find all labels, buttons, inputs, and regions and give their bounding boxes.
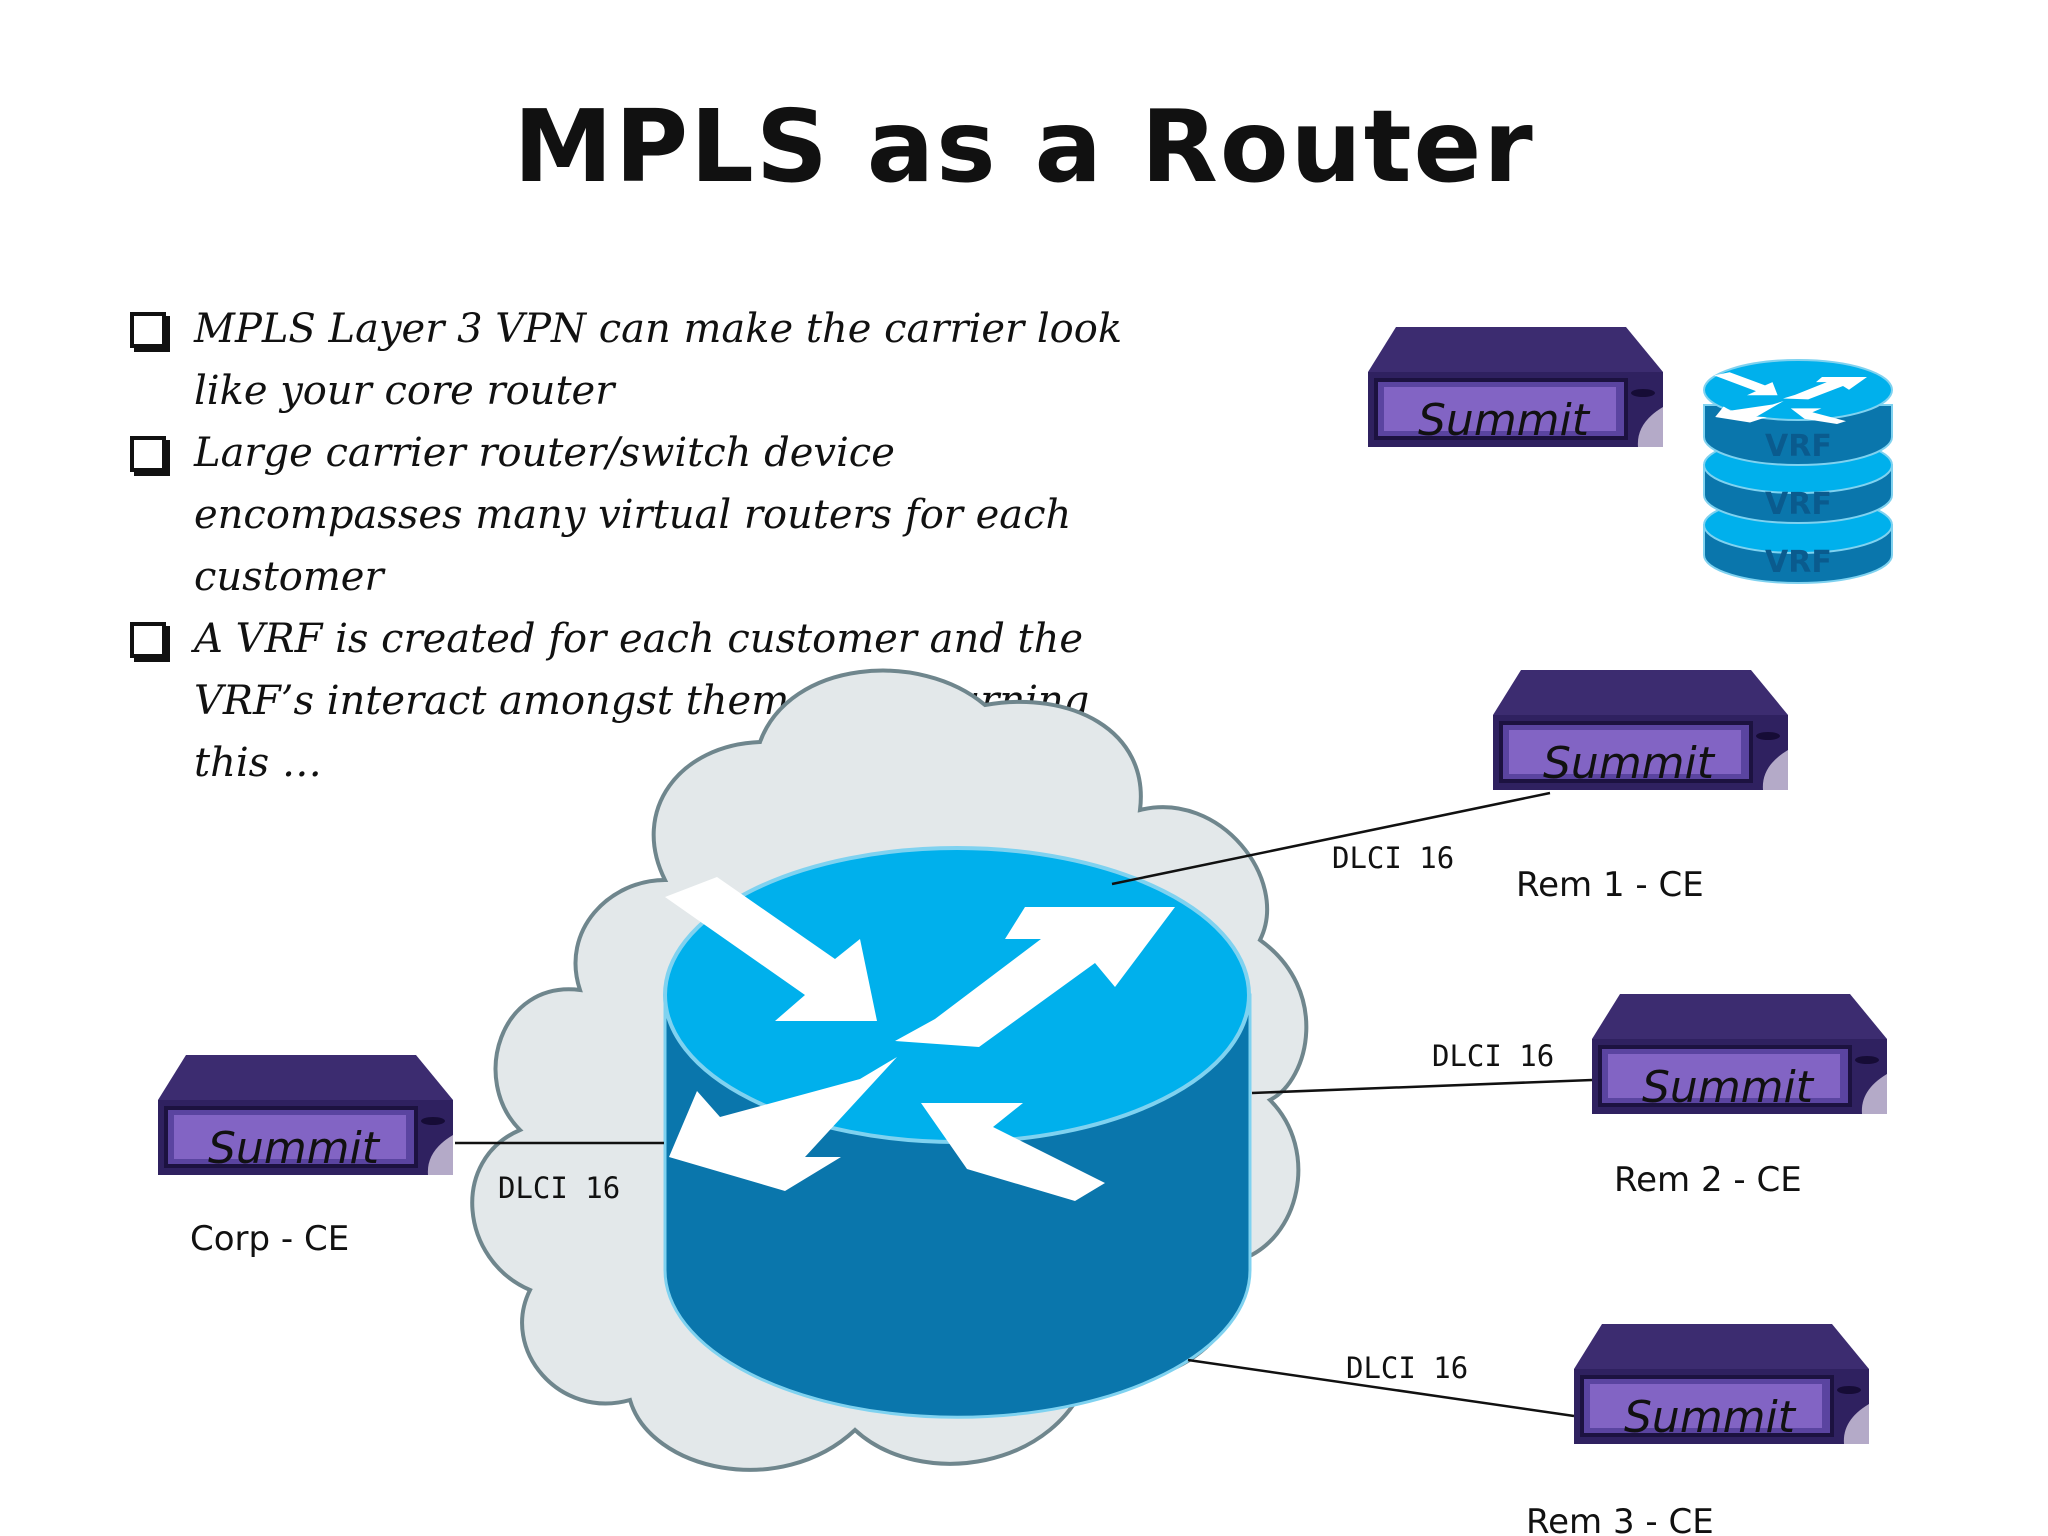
device-label: Summit	[1418, 395, 1591, 446]
bullet-item: Large carrier router/switch device encom…	[128, 422, 1148, 608]
router-icon	[663, 846, 1252, 1419]
site-label-rem2: Rem 2 - CE	[1614, 1160, 1802, 1200]
summit-device-top: Summit	[1366, 325, 1665, 449]
device-label: Summit	[208, 1123, 381, 1174]
summit-device-rem3: Summit	[1572, 1322, 1871, 1446]
site-label-rem1: Rem 1 - CE	[1516, 865, 1704, 905]
bullet-item: MPLS Layer 3 VPN can make the carrier lo…	[128, 298, 1148, 422]
checkbox-icon	[130, 436, 166, 472]
bullet-text: MPLS Layer 3 VPN can make the carrier lo…	[194, 306, 1123, 414]
site-label-rem3: Rem 3 - CE	[1526, 1502, 1714, 1536]
device-label: Summit	[1543, 738, 1716, 789]
checkbox-icon	[130, 312, 166, 348]
vrf-label: VRF	[1765, 429, 1832, 464]
link-line-rem1	[1111, 791, 1551, 886]
link-label-corp: DLCI 16	[498, 1171, 620, 1205]
link-label-rem1: DLCI 16	[1332, 841, 1454, 875]
link-label-rem2: DLCI 16	[1432, 1039, 1554, 1073]
bullet-text: Large carrier router/switch device encom…	[194, 430, 1072, 600]
site-label-corp: Corp - CE	[190, 1219, 349, 1259]
vrf-label: VRF	[1765, 487, 1832, 522]
device-label: Summit	[1624, 1392, 1797, 1443]
page-title: MPLS as a Router	[513, 88, 1535, 205]
bullet-list: MPLS Layer 3 VPN can make the carrier lo…	[128, 298, 1148, 794]
summit-device-rem2: Summit	[1590, 992, 1889, 1116]
summit-device-rem1: Summit	[1491, 668, 1790, 792]
vrf-label: VRF	[1765, 545, 1832, 580]
vrf-stack-icon: VRF VRF VRF	[1703, 359, 1893, 584]
link-line-rem3	[1187, 1358, 1575, 1418]
device-label: Summit	[1642, 1062, 1815, 1113]
link-line-rem2	[1251, 1078, 1593, 1095]
summit-device-corp: Summit	[156, 1053, 455, 1177]
link-label-rem3: DLCI 16	[1346, 1351, 1468, 1385]
checkbox-icon	[130, 622, 166, 658]
